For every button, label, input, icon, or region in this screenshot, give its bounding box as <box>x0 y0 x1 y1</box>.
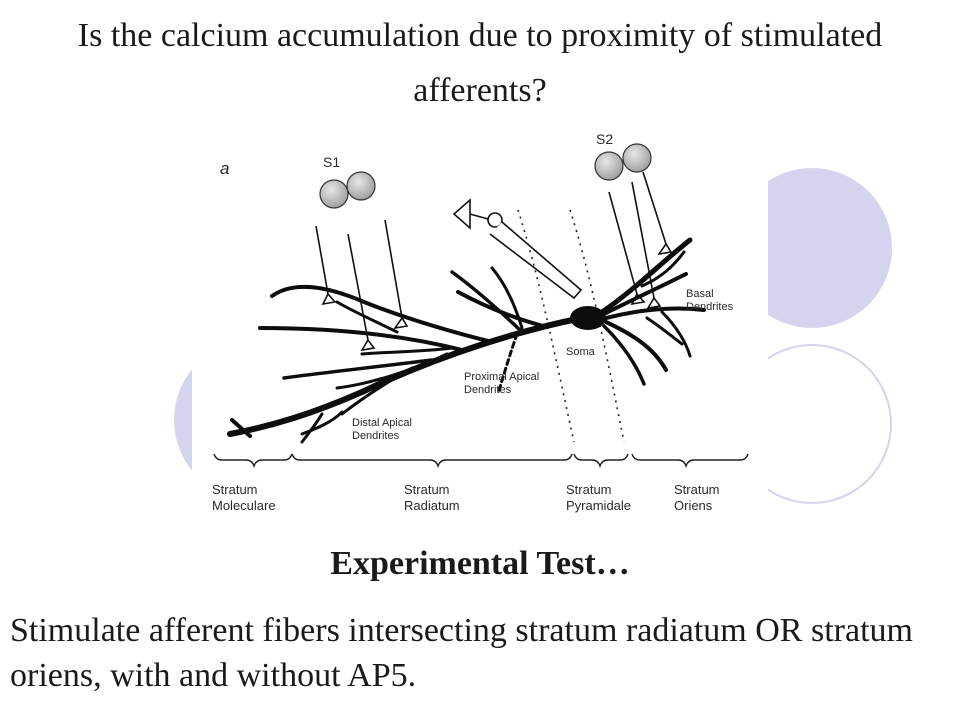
soma-label: Soma <box>566 346 596 358</box>
apical-dendrites <box>227 266 585 444</box>
basal-dendrites <box>599 237 706 386</box>
s2-label: S2 <box>596 131 613 147</box>
proximal-apical-label: Proximal Apical Dendrites <box>464 371 542 396</box>
neuron-diagram: a S1 S2 <box>192 122 768 530</box>
afferent-fibers <box>315 171 667 341</box>
slide-subtitle: Experimental Test… <box>330 545 630 582</box>
layer-label-moleculare: Stratum Moleculare <box>212 482 276 513</box>
soma <box>570 306 606 330</box>
layer-label-oriens: Stratum Oriens <box>674 482 723 513</box>
s2-electrode-left <box>594 151 624 181</box>
synaptic-terminals <box>321 242 673 352</box>
s1-electrode-right <box>346 171 376 201</box>
distal-apical-label: Distal Apical Dendrites <box>352 417 415 442</box>
layer-braces <box>213 453 749 469</box>
recording-pipette <box>452 198 583 300</box>
slide-body-text: Stimulate afferent fibers intersecting s… <box>10 612 913 694</box>
s2-electrode-right <box>622 143 652 173</box>
layer-label-pyramidale: Stratum Pyramidale <box>566 482 631 513</box>
layer-label-radiatum: Stratum Radiatum <box>404 482 460 513</box>
neuron-diagram-svg: a S1 S2 <box>212 131 749 513</box>
s1-label: S1 <box>323 154 340 170</box>
panel-letter: a <box>220 159 229 178</box>
layer-boundaries <box>517 209 625 443</box>
basal-dendrites-label: Basal Dendrites <box>686 288 734 313</box>
s1-electrode-left <box>319 179 349 209</box>
slide-title: Is the calcium accumulation due to proxi… <box>77 17 883 109</box>
